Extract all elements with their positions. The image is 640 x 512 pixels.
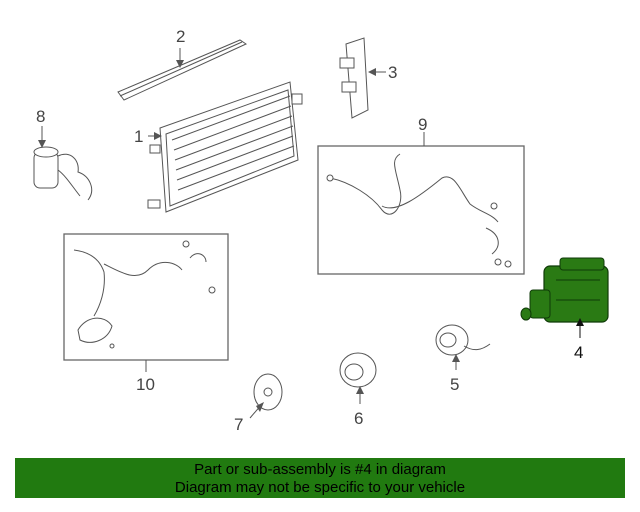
part-7-plate <box>249 373 283 419</box>
callout-6: 6 <box>354 409 363 428</box>
callout-7: 7 <box>234 415 243 434</box>
banner-line-2: Diagram may not be specific to your vehi… <box>174 479 466 496</box>
banner-line-1: Part or sub-assembly is #4 in diagram <box>194 461 446 478</box>
callout-9: 9 <box>418 115 427 134</box>
callout-1: 1 <box>134 127 143 146</box>
part-6-pulley <box>339 352 377 404</box>
part-2-strip <box>117 39 248 101</box>
part-3-bracket <box>339 37 386 119</box>
callout-4: 4 <box>574 343 583 362</box>
callout-5: 5 <box>450 375 459 394</box>
part-9-hose-kit <box>317 132 525 275</box>
part-4-compressor <box>520 257 609 338</box>
info-banner: Part or sub-assembly is #4 in diagram Di… <box>15 458 625 498</box>
callout-3: 3 <box>388 63 397 82</box>
callout-10: 10 <box>136 375 155 394</box>
part-10-line-kit <box>63 233 229 372</box>
callout-8: 8 <box>36 107 45 126</box>
callout-2: 2 <box>176 27 185 46</box>
part-5-coil <box>435 324 491 370</box>
part-1-condenser <box>147 81 303 213</box>
part-8-drier <box>33 126 93 201</box>
